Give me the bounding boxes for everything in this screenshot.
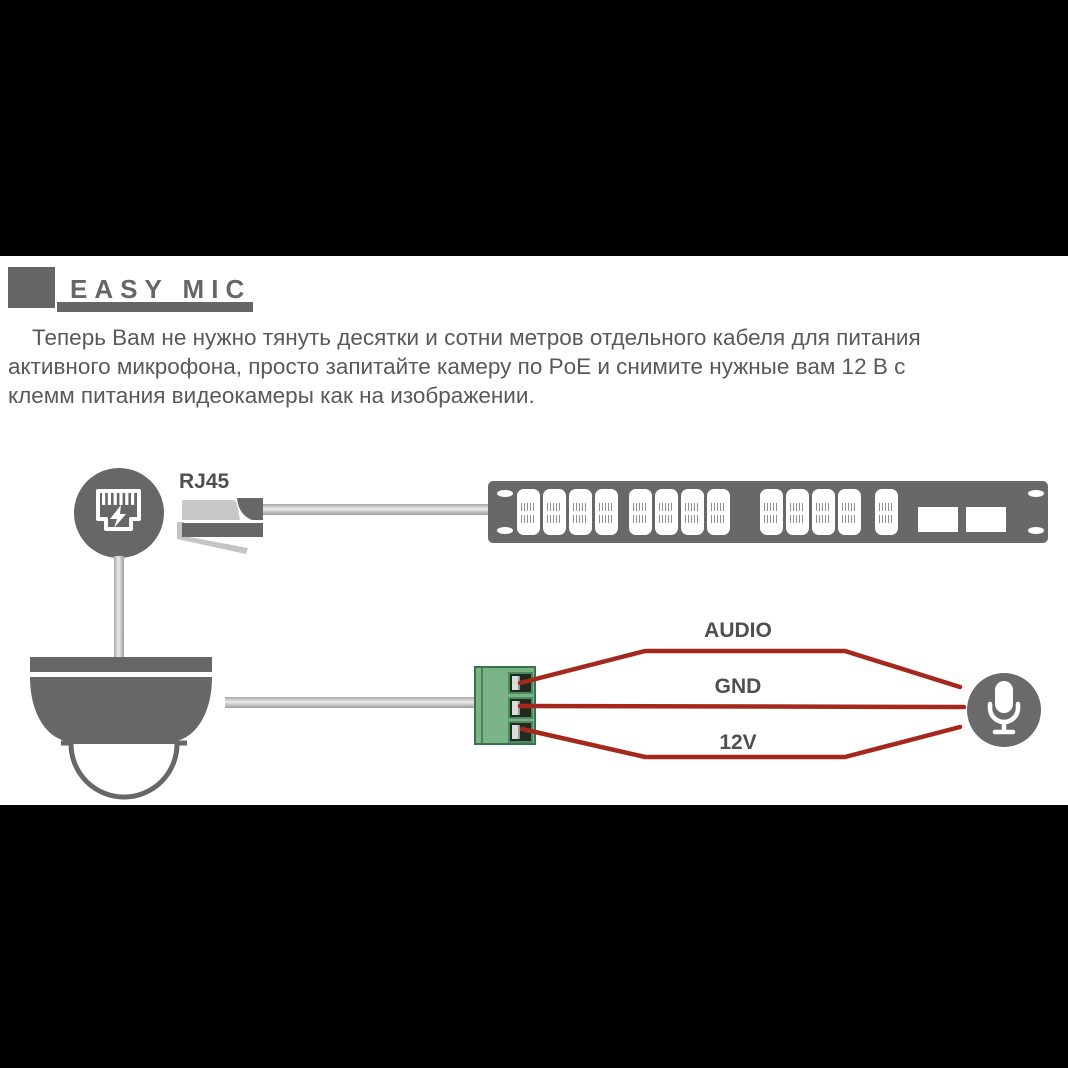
wire-label-gnd: GND: [714, 675, 762, 698]
panel-port: [812, 489, 835, 535]
panel-port: [595, 489, 618, 535]
panel-port: [655, 489, 678, 535]
cable-plug-to-panel: [263, 504, 490, 515]
mount-hole: [497, 490, 513, 497]
panel-port: [760, 489, 783, 535]
cable-jack-to-camera: [114, 556, 124, 658]
panel-uplink-port: [875, 489, 898, 535]
panel-port: [786, 489, 809, 535]
wire-audio: [517, 648, 963, 690]
page-title: EASY MIC: [70, 274, 252, 304]
wire-label-12v: 12V: [719, 731, 757, 754]
mount-hole: [1028, 490, 1044, 497]
panel-blank-slot: [918, 507, 958, 532]
intro-line: активного микрофона, просто запитайте ка…: [8, 354, 906, 379]
letterbox-top: [0, 0, 1068, 256]
poe-jack-icon: [74, 468, 164, 558]
panel-port: [629, 489, 652, 535]
letterbox-bottom: [0, 805, 1068, 1068]
wire-lines: [517, 648, 967, 760]
mount-hole: [1028, 527, 1044, 534]
intro-line: Теперь Вам не нужно тянуть десятки и сот…: [32, 325, 921, 350]
wire-12v: [519, 724, 963, 760]
panel-port: [517, 489, 540, 535]
rj45-plug-icon: [177, 498, 263, 554]
mount-hole: [497, 527, 513, 534]
panel-port: [543, 489, 566, 535]
patch-panel: [488, 481, 1048, 543]
logo-square: [8, 267, 55, 308]
lightning-bolt-icon: [110, 505, 126, 528]
rj45-label: RJ45: [179, 470, 230, 493]
microphone-icon: [967, 673, 1041, 747]
panel-port: [838, 489, 861, 535]
panel-port: [681, 489, 704, 535]
panel-blank-slot: [966, 507, 1006, 532]
dome-camera-icon: [30, 657, 212, 800]
intro-paragraph: Теперь Вам не нужно тянуть десятки и сот…: [8, 323, 1028, 410]
wire-label-audio: AUDIO: [704, 619, 772, 642]
panel-port: [569, 489, 592, 535]
cable-camera-to-terminal: [225, 697, 477, 708]
panel-port: [707, 489, 730, 535]
logo-underline: [57, 302, 253, 312]
intro-line: клемм питания видеокамеры как на изображ…: [8, 383, 535, 408]
wire-gnd: [517, 703, 967, 710]
